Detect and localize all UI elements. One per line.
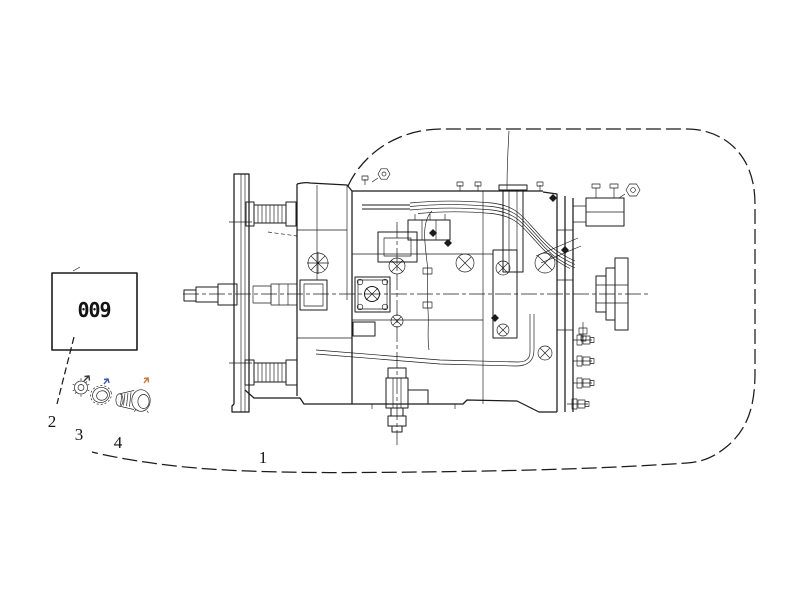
hex-fitting-icon — [371, 168, 391, 183]
label-plate-text: 009 — [77, 298, 110, 322]
transmission-drawing — [183, 130, 650, 445]
marker-arrow-4 — [143, 377, 150, 384]
case-interior-lines — [267, 185, 573, 409]
label-plate-box — [51, 272, 138, 351]
input-shaft — [183, 283, 238, 306]
callout-3: 3 — [75, 425, 84, 444]
marker-arrow-3 — [103, 378, 110, 385]
rear-studs — [567, 334, 595, 410]
bolt-heads — [429, 194, 569, 322]
callout-2: 2 — [48, 412, 57, 431]
assembly-boundary-line — [91, 128, 756, 474]
bolt-bosses — [307, 252, 556, 361]
hose-bundle — [409, 200, 582, 351]
part-lock-ring — [90, 385, 112, 405]
label-plate: 009 — [51, 266, 138, 405]
drain-assembly — [385, 222, 429, 445]
part-plug-fitting — [115, 389, 151, 413]
label-plate-tick — [72, 266, 81, 272]
callout-4: 4 — [114, 433, 123, 452]
output-flange — [578, 257, 629, 342]
pto-cover-plate — [299, 276, 391, 337]
top-edge-studs — [361, 175, 544, 191]
label-plate-leader — [56, 336, 75, 405]
breather-riser — [506, 130, 510, 191]
marker-arrow-2 — [83, 375, 91, 382]
rear-top-block — [573, 183, 625, 227]
flange-plate — [229, 173, 252, 413]
lower-boss — [244, 359, 298, 386]
part-knurled-nut — [72, 378, 90, 397]
oil-pipe — [315, 314, 535, 367]
hex-fitting-icon-rear — [618, 183, 641, 199]
shift-tower — [362, 184, 528, 339]
upper-boss — [245, 201, 297, 227]
callout-1: 1 — [259, 448, 268, 467]
gearbox-case-outline — [244, 182, 574, 413]
bearing-blocks — [252, 283, 298, 306]
